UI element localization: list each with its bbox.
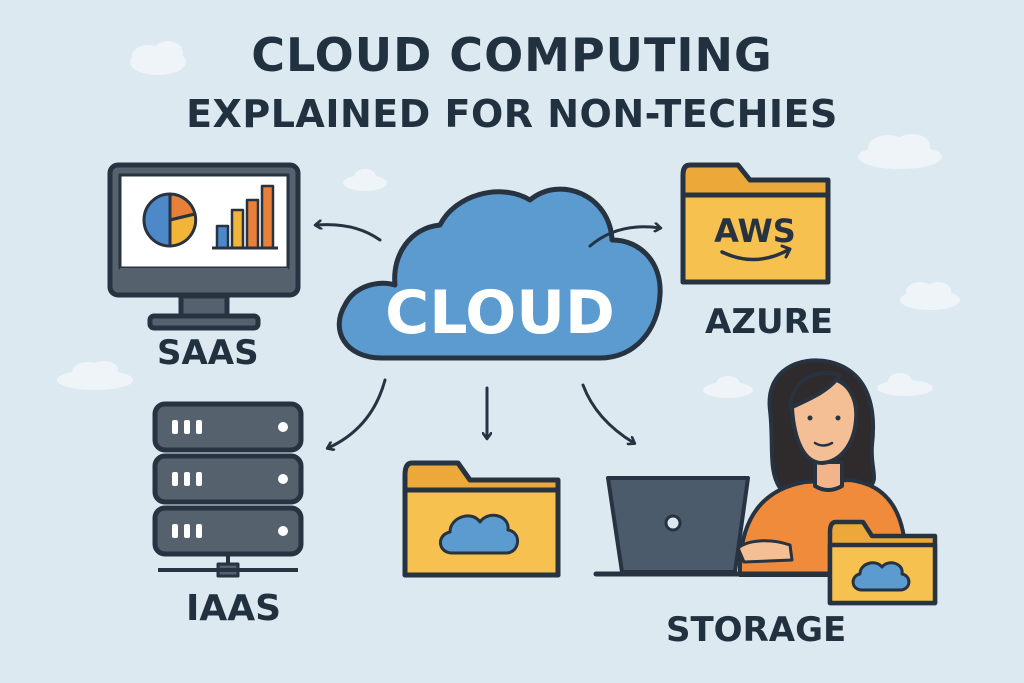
arrow-to-iaas <box>328 378 387 448</box>
bg-cloud-icon <box>703 376 753 398</box>
bg-cloud-icon <box>900 282 960 310</box>
bg-cloud-icon <box>877 373 933 396</box>
monitor-chart-icon <box>107 162 301 331</box>
arrow-to-saas <box>316 225 382 242</box>
person-laptop-icon <box>593 358 908 577</box>
background-clouds <box>57 41 960 398</box>
storage-folder-icon <box>827 519 938 606</box>
bg-cloud-icon <box>343 169 387 191</box>
cloud-folder-icon <box>402 460 561 578</box>
page-title: CLOUD COMPUTING <box>251 28 773 82</box>
bg-cloud-icon <box>858 134 942 169</box>
page-subtitle: EXPLAINED FOR NON-TECHIES <box>186 92 838 136</box>
bg-cloud-icon <box>57 361 133 390</box>
storage-label: STORAGE <box>666 610 847 650</box>
aws-logo-text: AWS <box>714 212 796 250</box>
arrow-to-storage <box>581 383 634 443</box>
saas-label: SAAS <box>157 333 259 373</box>
server-rack-icon <box>152 401 304 578</box>
connector-arrows <box>316 225 660 448</box>
aws-folder-icon: AWS <box>680 162 831 285</box>
iaas-label: IAAS <box>186 588 282 629</box>
azure-label: AZURE <box>705 302 833 342</box>
central-cloud-icon: CLOUD <box>336 186 663 361</box>
arrow-to-azure <box>588 227 660 248</box>
central-cloud-label: CLOUD <box>385 278 615 348</box>
bg-cloud-icon <box>130 41 186 75</box>
